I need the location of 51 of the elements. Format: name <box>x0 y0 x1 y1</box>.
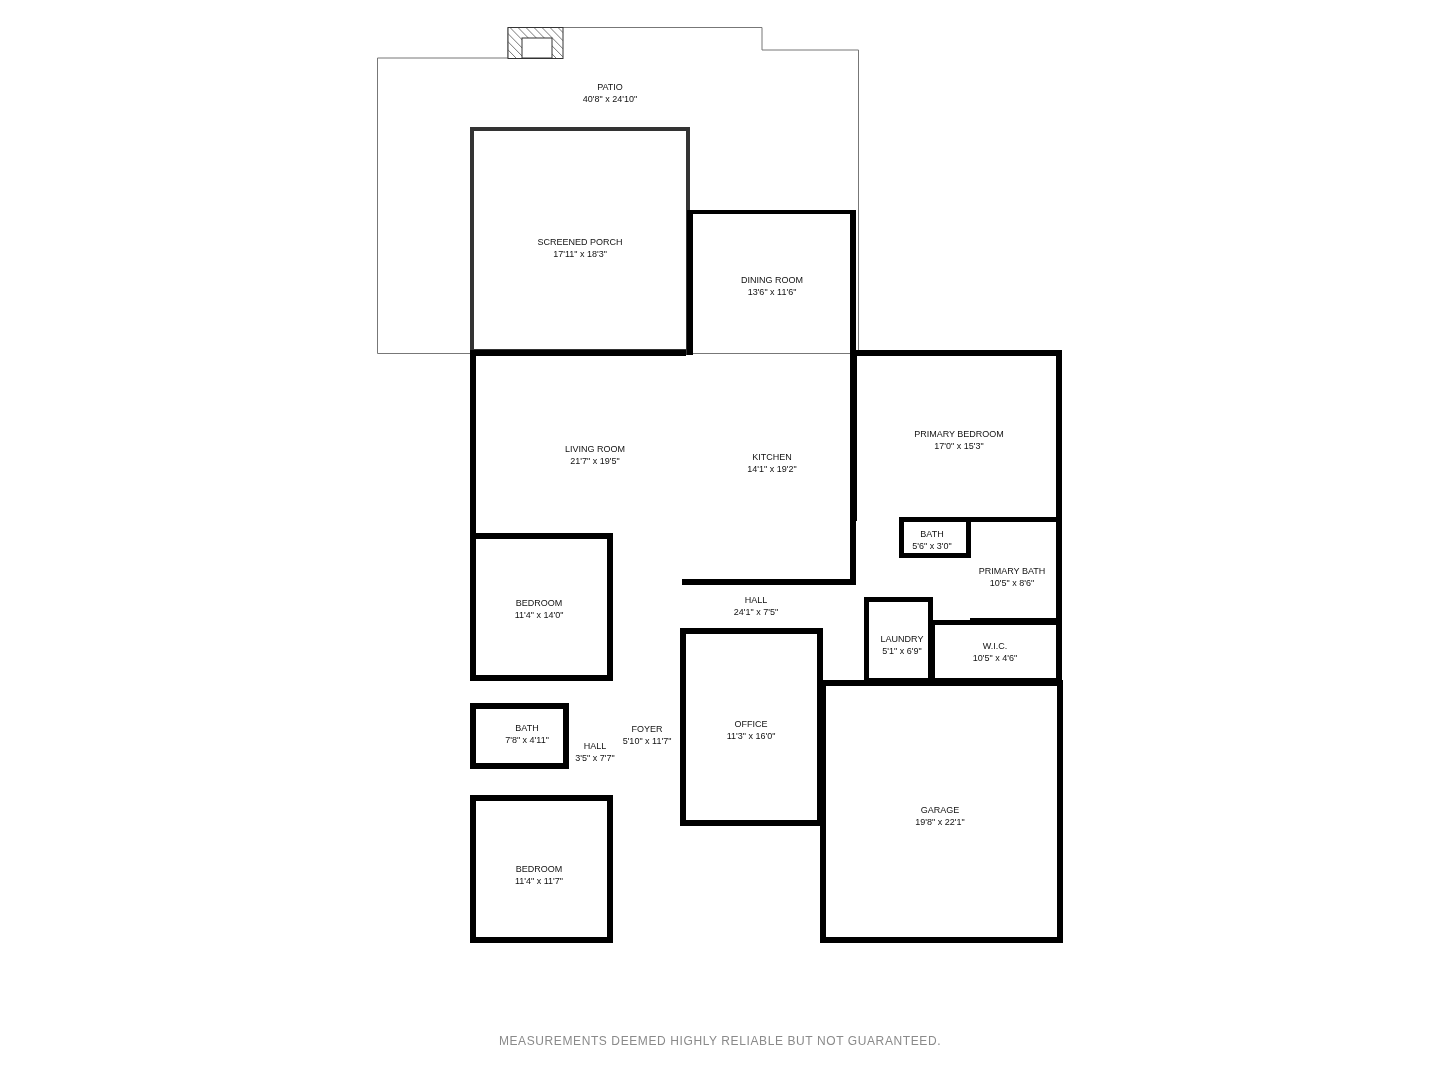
room <box>470 350 686 536</box>
room <box>680 628 823 826</box>
room-name: PRIMARY BEDROOM <box>914 428 1004 440</box>
room-dimensions: 11'4" x 14'0" <box>514 609 564 621</box>
room-dimensions: 13'6" x 11'6" <box>746 286 798 298</box>
room <box>864 597 933 683</box>
room-name: BATH <box>919 528 945 540</box>
room <box>930 620 1062 683</box>
room-name: W.I.C. <box>981 640 1009 652</box>
room-dimensions: 10'5" x 8'6" <box>988 577 1036 589</box>
room-dimensions: 17'11" x 18'3" <box>552 248 608 260</box>
room-dimensions: 17'0" x 15'3" <box>933 440 985 452</box>
room-name: BATH <box>514 722 540 734</box>
room-dimensions: 10'5" x 4'6" <box>972 652 1018 664</box>
room-dimensions: 40'8" x 24'10" <box>582 93 638 105</box>
room <box>853 350 1062 521</box>
room-dimensions: 11'3" x 16'0" <box>726 730 776 742</box>
room-dimensions: 11'4" x 11'7" <box>515 875 563 887</box>
room-name: HALL <box>582 740 608 752</box>
room <box>820 680 1063 943</box>
room-name: PATIO <box>596 81 624 93</box>
room <box>470 703 569 769</box>
room-name: BEDROOM <box>514 597 564 609</box>
room-name: LIVING ROOM <box>565 443 625 455</box>
room <box>470 127 690 355</box>
room-dimensions: 21'7" x 19'5" <box>569 455 621 467</box>
room <box>470 795 613 943</box>
room-name: OFFICE <box>733 718 769 730</box>
room-name: LAUNDRY <box>880 633 924 645</box>
room-name: BEDROOM <box>515 863 563 875</box>
room-dimensions: 24'1" x 7'5" <box>733 606 779 618</box>
room-dimensions: 19'8" x 22'1" <box>915 816 965 828</box>
room-name: SCREENED PORCH <box>537 236 623 248</box>
room-name: GARAGE <box>919 804 961 816</box>
room-dimensions: 5'1" x 6'9" <box>881 645 923 657</box>
patio-area <box>377 27 859 354</box>
room-name: KITCHEN <box>751 451 793 463</box>
room-name: FOYER <box>630 723 664 735</box>
room-dimensions: 5'6" x 3'0" <box>912 540 952 552</box>
disclaimer-note: MEASUREMENTS DEEMED HIGHLY RELIABLE BUT NOT GUARANTEED. <box>497 1034 943 1048</box>
room-name: PRIMARY BATH <box>978 565 1046 577</box>
room-name: HALL <box>743 594 769 606</box>
room-name: DINING ROOM <box>741 274 803 286</box>
room-dimensions: 14'1" x 19'2" <box>747 463 797 475</box>
room <box>470 533 613 681</box>
room <box>899 517 971 558</box>
room <box>687 210 856 355</box>
room-dimensions: 5'10" x 11'7" <box>622 735 672 747</box>
room-dimensions: 7'8" x 4'11" <box>505 734 549 746</box>
room <box>970 517 1062 623</box>
room-dimensions: 3'5" x 7'7" <box>575 752 615 764</box>
